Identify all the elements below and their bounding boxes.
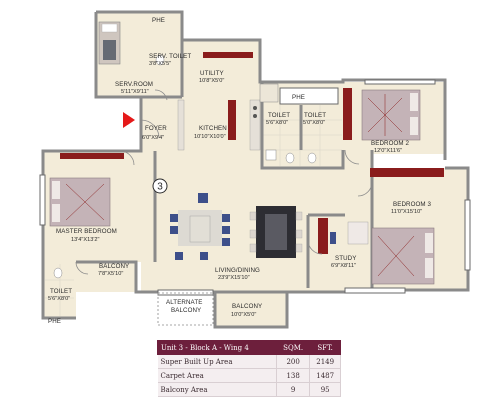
unit-number-marker: [152, 178, 168, 194]
dining-table: [249, 206, 303, 258]
foyer-dim: 6'0"X9'4": [142, 135, 164, 141]
phe-bottom-label: PHE: [48, 318, 61, 325]
area-table-sqm-heading: SQM.: [275, 340, 311, 355]
area-label: Balcony Area: [157, 382, 277, 397]
serv-toilet-dim: 3'8"X5'5": [149, 61, 171, 67]
table-row: Super Built Up Area 200 2149: [157, 354, 341, 369]
kitchen-dim: 10'10"X10'0": [194, 134, 226, 140]
bedroom3-dim: 11'0"X15'10": [391, 209, 422, 215]
living-dining-dim: 23'9"X15'10": [218, 275, 250, 281]
bedroom3-bed: [371, 227, 435, 285]
kitchen-label: KITCHEN: [199, 125, 227, 132]
serv-room-dim: 5'11"X9'11": [121, 89, 149, 95]
bedroom2-dim: 12'0"X11'6": [374, 148, 402, 154]
table-row: Carpet Area 138 1487: [157, 368, 341, 383]
area-table-unit-heading: Unit 3 - Block A - Wing 4: [157, 340, 277, 355]
area-sft: 1487: [309, 368, 341, 383]
toilet-a-label: TOILET: [268, 112, 290, 119]
balcony-bottom-label: BALCONY: [232, 303, 262, 310]
balcony-bottom-dim: 10'0"X5'0": [231, 312, 256, 318]
area-sft: 95: [309, 382, 341, 397]
balcony-left-dim: 7'8"X5'10": [98, 271, 123, 277]
bedroom2-bed: [361, 89, 421, 141]
alternate-balcony-line2: BALCONY: [171, 307, 201, 314]
study-desk: [330, 221, 369, 245]
foyer-label: FOYER: [145, 125, 167, 132]
wardrobes: [60, 52, 444, 254]
area-sqm: 9: [276, 382, 311, 397]
windows: [39, 79, 471, 296]
serv-room-label: SERV.ROOM: [115, 81, 153, 88]
bedroom2-label: BEDROOM 2: [371, 140, 409, 147]
area-table-header: Unit 3 - Block A - Wing 4 SQM. SFT.: [157, 340, 341, 355]
toilet-fixtures: [53, 54, 317, 279]
room-labels: PHE SERV. TOILET 3'8"X5'5" SERV.ROOM 5'1…: [48, 17, 431, 325]
area-label: Carpet Area: [157, 368, 277, 383]
balcony-left-label: BALCONY: [99, 263, 129, 270]
kitchen-counter: [177, 99, 261, 151]
entry-arrow-icon: [123, 112, 135, 128]
study-dim: 6'9"X8'11": [331, 263, 356, 269]
living-dining-label: LIVING/DINING: [215, 267, 260, 274]
toilet-b-dim: 5'0"X8'0": [303, 120, 325, 126]
area-table: Unit 3 - Block A - Wing 4 SQM. SFT. Supe…: [157, 340, 341, 397]
area-label: Super Built Up Area: [157, 354, 277, 369]
alternate-balcony-outline: [157, 292, 214, 326]
master-bed: [49, 177, 111, 227]
utility-dim: 10'8"X5'0": [199, 78, 224, 84]
serv-toilet-label: SERV. TOILET: [149, 53, 191, 60]
area-sqm: 200: [276, 354, 311, 369]
toilet-left-label: TOILET: [50, 288, 72, 295]
doors: [75, 89, 373, 275]
toilet-b-label: TOILET: [304, 112, 326, 119]
unit-number: 3: [157, 182, 163, 193]
alternate-balcony-line1: ALTERNATE: [166, 299, 202, 306]
utility-label: UTILITY: [200, 70, 224, 77]
toilet-left-dim: 5'6"X8'0": [48, 296, 70, 302]
phe-top-label: PHE: [152, 17, 165, 24]
bedroom3-label: BEDROOM 3: [393, 201, 431, 208]
master-bedroom-dim: 13'4"X13'2": [71, 237, 100, 243]
study-label: STUDY: [335, 255, 356, 262]
area-table-sft-heading: SFT.: [309, 340, 341, 355]
area-sft: 2149: [309, 354, 341, 369]
table-row: Balcony Area 9 95: [157, 382, 341, 397]
phe-mid-label: PHE: [292, 94, 305, 101]
area-sqm: 138: [276, 368, 311, 383]
servant-bed: [98, 21, 121, 65]
living-sofa: [170, 193, 230, 260]
master-bedroom-label: MASTER BEDROOM: [56, 228, 117, 235]
toilet-a-dim: 5'6"X8'0": [266, 120, 288, 126]
